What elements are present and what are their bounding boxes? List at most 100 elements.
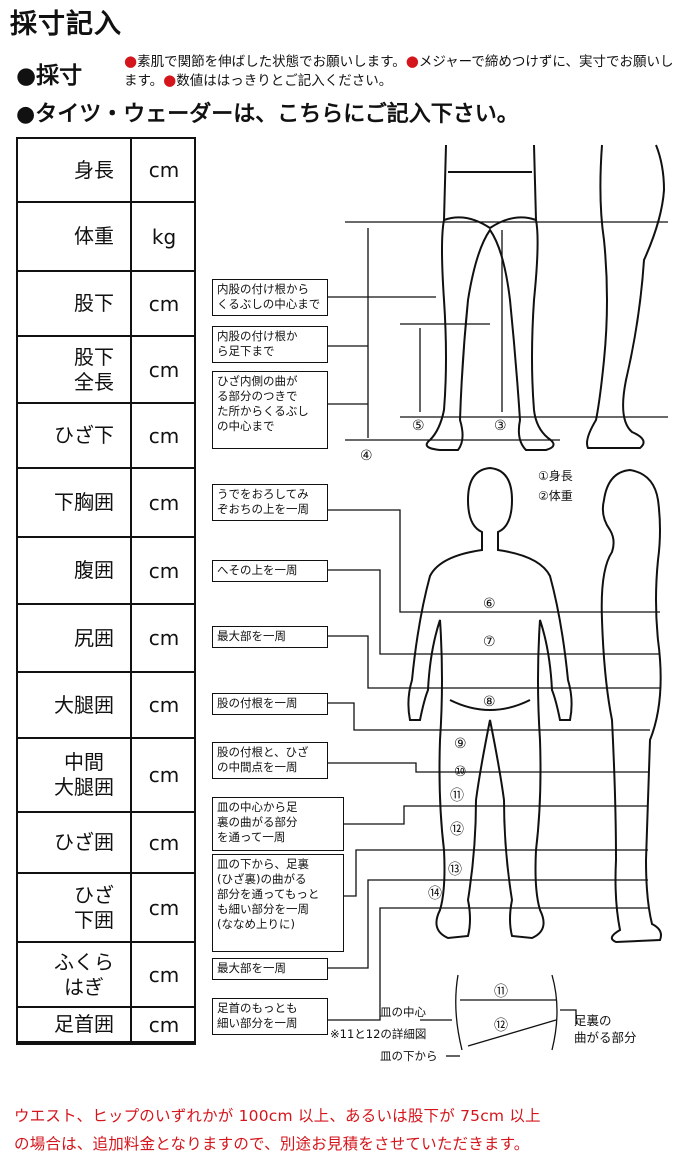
row-label: ひざ下 [18, 404, 114, 467]
row-unit: cm [148, 490, 180, 515]
table-row: 下胸囲 cm [18, 469, 194, 538]
detail-leg-right [551, 974, 558, 1051]
row-label: 股下 全長 [18, 337, 114, 402]
marker-13: ⑬ [448, 862, 462, 878]
row-unit: cm [148, 626, 180, 650]
marker-7: ⑦ [483, 634, 496, 650]
saisun-heading: ●採寸 [16, 56, 82, 90]
measurement-instruction: うでをおろしてみ ぞおちの上を一周 [212, 484, 328, 521]
bullet: ● [16, 63, 37, 89]
red-bullet: ● [163, 71, 177, 89]
marker-8: ⑧ [483, 694, 496, 710]
table-row: 尻囲 cm [18, 605, 194, 673]
row-label: 腹囲 [18, 538, 114, 603]
detail-marker-11: ⑪ [494, 984, 508, 1000]
detail-labels: 皿の中心 ※11と12の詳細図 皿の下から ⑪ ⑫ [330, 984, 508, 1063]
row-label-text: 尻囲 [74, 625, 114, 650]
body-front-outline [407, 466, 573, 940]
table-row: ひざ下 cm [18, 404, 194, 469]
footer-note: ウエスト、ヒップのいずれかが 100cm 以上、あるいは股下が 75cm 以上 … [14, 1102, 694, 1158]
row-label: 体重 [18, 203, 114, 270]
measurement-instruction: 最大部を一周 [212, 958, 328, 980]
row-unit: cm [148, 291, 180, 316]
marker-4: ④ [360, 448, 373, 464]
measurement-instruction: へその上を一周 [212, 560, 328, 582]
marker-numbers: ③ ④ ⑤ ⑥ ⑦ ⑧ ⑨ ⑩ ⑪ ⑫ ⑬ ⑭ [360, 418, 507, 902]
marker-14: ⑭ [428, 886, 442, 902]
table-row: ひざ 下囲 cm [18, 874, 194, 943]
table-row: 腹囲 cm [18, 538, 194, 605]
row-label-text: 身長 [74, 157, 114, 182]
table-row: 股下 cm [18, 272, 194, 337]
row-unit: cm [148, 693, 180, 717]
detail-leg-left [455, 974, 463, 1051]
row-label: 足首囲 [18, 1008, 114, 1041]
legend-weight: ②体重 [538, 489, 573, 503]
marker-3: ③ [494, 418, 507, 434]
hip-line-front [449, 699, 531, 711]
measurement-instruction: 最大部を一周 [212, 626, 328, 648]
measurement-instruction: 足首のもっとも 細い部分を一周 [212, 998, 328, 1035]
row-label: 身長 [18, 139, 114, 201]
measurement-instruction: 内股の付け根から くるぶしの中心まで [212, 279, 328, 316]
row-label-text: 大腿囲 [54, 692, 114, 717]
tights-heading-text: タイツ・ウェーダーは、こちらにご記入下さい。 [35, 102, 519, 127]
table-row: 体重 kg [18, 203, 194, 272]
legend-height: ①身長 [538, 468, 573, 483]
row-label-text: 中間 大腿囲 [54, 750, 114, 799]
tights-heading: ●タイツ・ウェーダーは、こちらにご記入下さい。 [16, 96, 519, 128]
row-label: 中間 大腿囲 [18, 739, 114, 811]
row-label-text: ひざ 下囲 [74, 882, 114, 932]
table-divider [130, 139, 132, 1043]
row-unit: kg [151, 224, 177, 249]
row-label: ひざ 下囲 [18, 874, 114, 941]
measurement-instruction: 股の付根と、ひざ の中間点を一周 [212, 742, 328, 779]
measurement-instruction: 皿の下から、足裏 (ひざ裏)の曲がる 部分を通ってもっと も細い部分を一周 (な… [212, 854, 344, 952]
row-label: 下胸囲 [18, 469, 114, 536]
footer-line-2: の場合は、追加料金となりますので、別途お見積をさせていただきます。 [14, 1135, 530, 1153]
row-unit: cm [148, 830, 180, 855]
table-row: ひざ囲 cm [18, 813, 194, 874]
row-unit: cm [148, 962, 180, 987]
row-unit: cm [148, 158, 180, 182]
legs-side-outline [586, 144, 666, 449]
legs-front-outline [425, 144, 555, 451]
figure-outlines [407, 144, 666, 944]
marker-10: ⑩ [454, 764, 467, 780]
knee-line-front [443, 216, 537, 230]
row-unit: cm [148, 423, 180, 448]
row-label: 大腿囲 [18, 673, 114, 737]
note-part-2: メジャーで締めつけずに、実寸でお願いします。 [124, 54, 674, 89]
row-label-text: 股下 [74, 291, 114, 315]
row-unit: cm [148, 558, 180, 583]
marker-11: ⑪ [450, 788, 464, 804]
footer-line-1: ウエスト、ヒップのいずれかが 100cm 以上、あるいは股下が 75cm 以上 [14, 1107, 541, 1125]
row-unit: cm [148, 1012, 180, 1037]
row-label-text: 体重 [74, 224, 114, 248]
row-label-text: ひざ囲 [54, 830, 114, 854]
table-row: 大腿囲 cm [18, 673, 194, 739]
page-title: 採寸記入 [10, 9, 122, 40]
row-label-text: 足首囲 [54, 1012, 114, 1036]
measurement-instruction: 内股の付け根か ら足下まで [212, 326, 328, 363]
table-row: 身長 cm [18, 139, 194, 203]
leader-lines [328, 221, 668, 1057]
body-side-outline [600, 468, 662, 944]
measurement-instruction: 皿の中心から足 裏の曲がる部分 を通って一周 [212, 797, 344, 851]
row-label-text: 腹囲 [74, 558, 114, 582]
measurement-instruction: 股の付根を一周 [212, 693, 328, 715]
detail-plate-below: 皿の下から [380, 1049, 438, 1063]
detail-marker-12: ⑫ [494, 1018, 508, 1034]
row-unit: cm [148, 763, 180, 787]
row-label-text: 股下 全長 [74, 344, 114, 394]
red-bullet: ● [124, 52, 138, 70]
bullet: ● [16, 102, 36, 127]
marker-6: ⑥ [483, 596, 496, 612]
row-unit: cm [148, 895, 180, 920]
note-part-3: 数値ははっきりとご記入ください。 [176, 73, 393, 89]
row-label-text: 下胸囲 [54, 490, 114, 514]
